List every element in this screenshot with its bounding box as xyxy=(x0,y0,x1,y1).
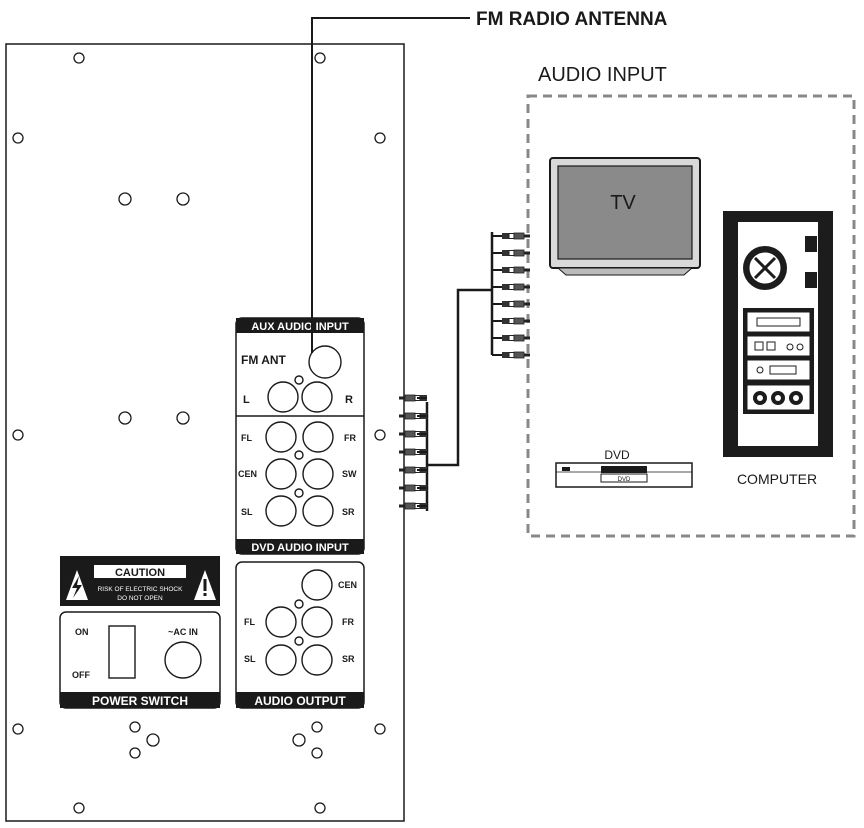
out-sr-label: SR xyxy=(342,654,355,664)
dvd-tray-label: DVD xyxy=(618,477,631,483)
dvd-footer-bar xyxy=(236,539,364,554)
caution-line-1: RISK OF ELECTRIC SHOCK xyxy=(98,586,184,593)
tv-device xyxy=(549,157,701,276)
audio-output-footer-bar xyxy=(236,692,364,708)
dvd-fr-label: FR xyxy=(344,433,356,443)
computer-label: COMPUTER xyxy=(737,471,817,487)
aux-right-label: R xyxy=(345,394,353,406)
dvd-player xyxy=(555,462,693,488)
aux-left-label: L xyxy=(243,394,250,406)
aux-header-bar xyxy=(236,318,364,333)
power-switch-label: POWER SWITCH xyxy=(92,694,188,708)
aux-left-jack xyxy=(267,381,299,413)
fm-antenna-jack xyxy=(308,345,342,379)
caution-title: CAUTION xyxy=(115,567,165,579)
dvd-label: DVD xyxy=(604,448,630,462)
caution-line-2: DO NOT OPEN xyxy=(117,595,163,602)
exclamation-warning-icon xyxy=(194,570,216,600)
computer-tower xyxy=(723,211,833,457)
input-cable-bundle xyxy=(425,232,494,511)
power-rocker-switch[interactable] xyxy=(108,625,136,679)
high-voltage-warning-icon xyxy=(66,570,88,600)
fm-ant-label: FM ANT xyxy=(241,353,287,367)
fm-antenna-wire xyxy=(311,17,470,353)
dvd-cen-label: CEN xyxy=(238,469,257,479)
audio-output-label: AUDIO OUTPUT xyxy=(254,694,346,708)
dvd-audio-input-label: DVD AUDIO INPUT xyxy=(251,542,349,554)
aux-jacks xyxy=(267,345,342,413)
aux-audio-input-label: AUX AUDIO INPUT xyxy=(251,321,349,333)
ac-in-label: ~AC IN xyxy=(168,627,198,637)
output-jacks xyxy=(265,569,333,676)
dvd-sl-label: SL xyxy=(241,507,253,517)
ac-in-socket xyxy=(164,641,202,679)
fm-radio-antenna-label: FM RADIO ANTENNA xyxy=(476,9,668,30)
out-fr-label: FR xyxy=(342,617,354,627)
rca-plugs-source xyxy=(501,232,531,359)
dvd-sw-label: SW xyxy=(342,469,357,479)
power-on-label: ON xyxy=(75,627,89,637)
dvd-jacks xyxy=(265,421,334,527)
out-cen-label: CEN xyxy=(338,580,357,590)
audio-input-title: AUDIO INPUT xyxy=(538,64,667,86)
out-sl-label: SL xyxy=(244,654,256,664)
power-off-label: OFF xyxy=(72,670,90,680)
aux-right-jack xyxy=(301,381,333,413)
dvd-sr-label: SR xyxy=(342,507,355,517)
tv-label: TV xyxy=(610,192,636,214)
audio-input-area xyxy=(526,94,856,538)
mounting-holes xyxy=(12,52,386,814)
out-fl-label: FL xyxy=(244,617,255,627)
dvd-fl-label: FL xyxy=(241,433,252,443)
